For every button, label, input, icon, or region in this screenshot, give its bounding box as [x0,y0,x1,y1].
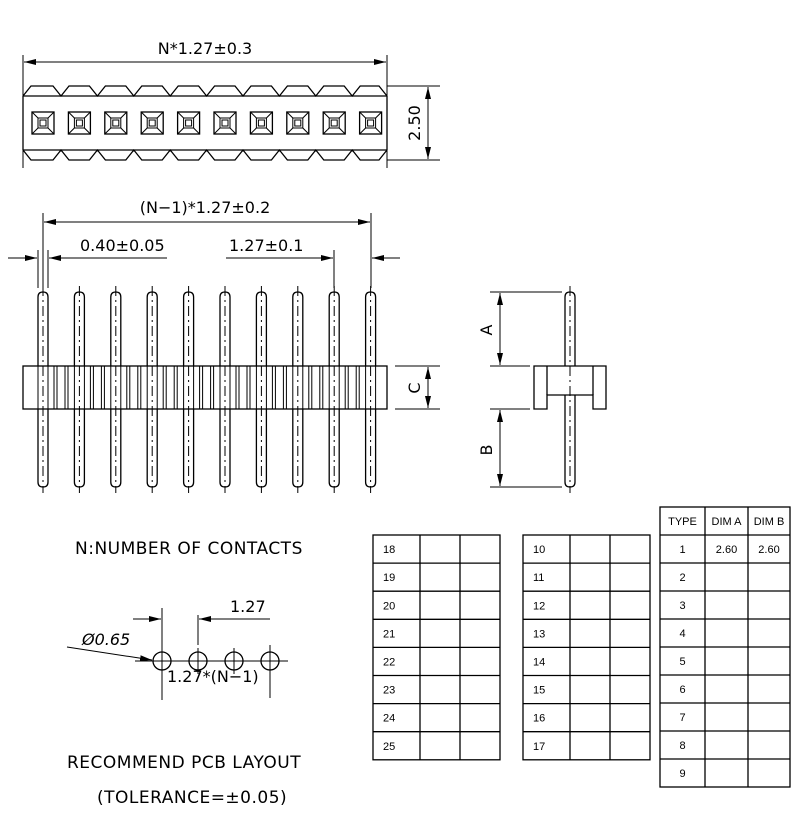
table-cell: 6 [679,684,685,696]
table-cell: 2.60 [716,544,737,556]
side-view: A B [477,286,607,493]
body-bottom-notches [22,148,388,161]
pin-square [358,111,383,135]
table-cell: 1 [679,544,685,556]
tolerance-note: (TOLERANCE=±0.05) [97,788,287,808]
table-cell: 7 [679,712,685,724]
table-cell: 22 [383,656,395,668]
dim-b-label: B [477,445,496,456]
hole-diameter-label: Ø0.65 [81,630,130,649]
table-cell: 25 [383,741,395,753]
pin-square [322,111,346,135]
table-cell: DIM B [754,516,785,528]
table-cell: 24 [383,713,395,725]
pcb-layout: 1.27 Ø0.65 1.27*(N−1) [66,597,288,700]
table-cell: 2 [679,572,685,584]
top-view: N*1.27±0.3 2.50 [22,39,440,168]
pin-square [286,111,310,135]
pin-square [67,111,92,135]
table-cell: TYPE [668,516,697,528]
table-cell: 4 [679,628,685,640]
dim-a-label: A [477,324,496,335]
pin-span-label: (N−1)*1.27±0.2 [140,198,271,217]
body-width-label: 2.50 [405,105,424,141]
pcb-pitch-label: 1.27 [230,597,266,616]
table-cell: 20 [383,600,395,612]
table-cell: 18 [383,544,395,556]
table-cell: 15 [533,685,545,697]
table-cell: 2.60 [758,544,779,556]
table-cell: 5 [679,656,685,668]
table-cell: 11 [533,572,544,584]
pin-square [213,111,237,135]
table-cell: 9 [679,768,685,780]
table-cell: 3 [679,600,685,612]
pin-square [249,111,274,135]
table-cell: 23 [383,685,395,697]
contacts-note: N:NUMBER OF CONTACTS [75,539,303,559]
pitch-label: 1.27±0.1 [229,236,303,255]
pin-square [140,111,164,135]
dim-c-label: C [405,382,424,393]
table-cell: DIM A [712,516,743,528]
table-cell: 16 [533,713,545,725]
pcb-layout-title: RECOMMEND PCB LAYOUT [67,753,301,773]
pin-square [104,111,128,135]
body-top-notches [22,85,388,98]
table-cell: 10 [533,544,545,556]
front-view: (N−1)*1.27±0.2 0.40±0.05 1.27±0.1 C [8,198,440,493]
header-body [22,365,388,410]
overall-length-label: N*1.27±0.3 [158,39,252,58]
table-cell: 19 [383,572,395,584]
count-table-middle: 10 11 12 13 14 15 16 17 [522,534,651,761]
leader-line [66,646,153,662]
table-cell: 14 [533,656,545,668]
pin-square [31,111,55,135]
pcb-span-label: 1.27*(N−1) [167,667,259,686]
type-dimension-table: TYPE DIM A DIM B 1 2.60 2.60 2 3 4 5 6 7 8 9 [659,506,791,788]
count-table-left: 18 19 20 21 22 23 24 25 [372,534,501,761]
pin-width-label: 0.40±0.05 [80,236,165,255]
table-cell: 8 [679,740,685,752]
table-cell: 21 [383,628,395,640]
pin-square [176,111,201,135]
table-cell: 12 [533,600,545,612]
table-cell: 17 [533,741,545,753]
table-cell: 13 [533,628,545,640]
